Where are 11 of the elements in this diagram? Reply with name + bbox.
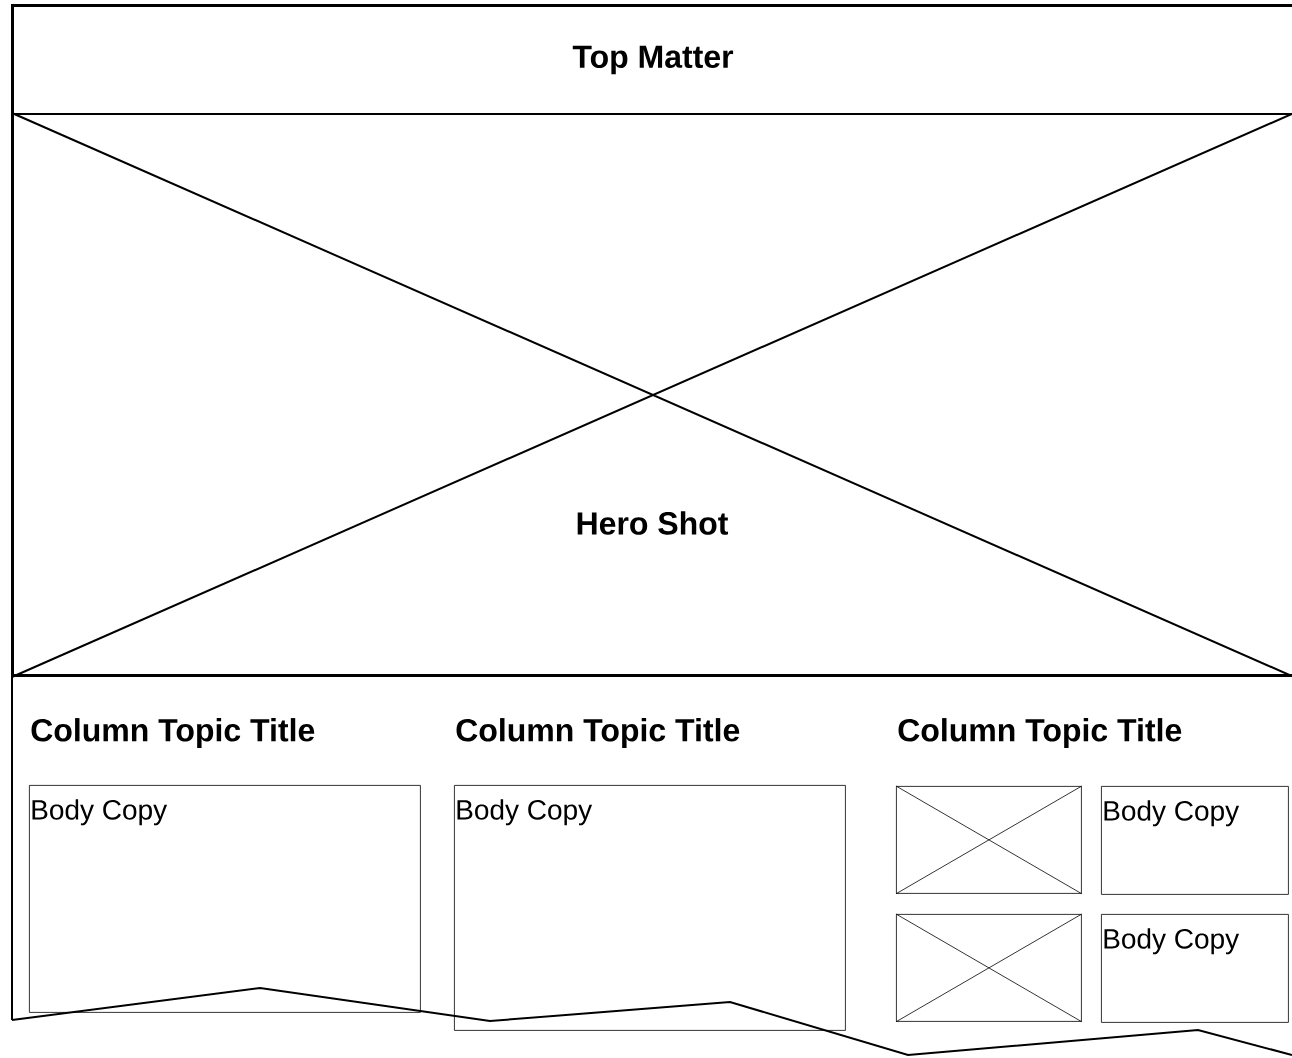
header-box: Top Matter xyxy=(12,5,1292,115)
image-placeholder-box xyxy=(895,785,1083,895)
image-caption: Hero Shot xyxy=(577,511,729,535)
column-title: Column Topic Title xyxy=(456,718,740,748)
body-copy-box: Body Copy xyxy=(29,785,421,1013)
body-copy-box: Body Copy xyxy=(454,785,846,1031)
column-title: Column Topic Title xyxy=(898,718,1182,748)
image-placeholder-box xyxy=(895,913,1083,1023)
column-title: Column Topic Title xyxy=(31,718,315,748)
body-copy-box: Body Copy xyxy=(1101,914,1289,1023)
body-copy-box: Body Copy xyxy=(1101,786,1289,895)
